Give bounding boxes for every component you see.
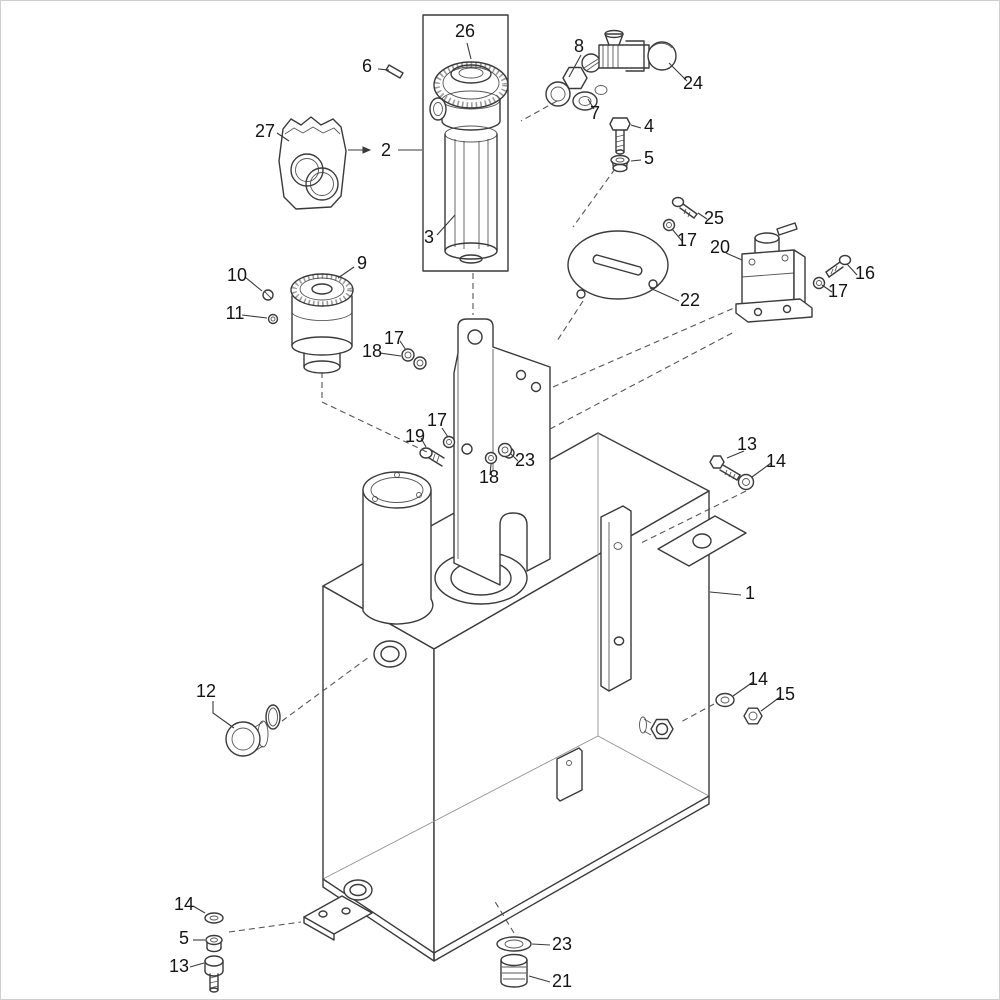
front-face-fitting (639, 716, 674, 740)
seal-kit-bag (278, 116, 347, 210)
part-label-27: 27 (255, 121, 275, 141)
part-label-23: 23 (515, 450, 535, 470)
drain-boss (343, 879, 373, 901)
washer-14-b (715, 692, 735, 708)
screw-16 (825, 254, 852, 278)
nut-18-b (484, 451, 498, 465)
part-label-1: 1 (745, 583, 755, 603)
part-label-14: 14 (766, 451, 786, 471)
part-label-17: 17 (828, 281, 848, 301)
part-label-23: 23 (552, 934, 572, 954)
valve-block-20 (735, 222, 813, 323)
screw-10 (262, 289, 274, 301)
part-label-20: 20 (710, 237, 730, 257)
adapter-fitting-7 (572, 85, 608, 111)
filter-cap (429, 61, 509, 131)
mounting-foot (303, 895, 373, 941)
part-label-13: 13 (169, 956, 189, 976)
part-label-25: 25 (704, 208, 724, 228)
pin-11 (267, 313, 279, 325)
part-label-2: 2 (381, 140, 391, 160)
part-label-8: 8 (574, 36, 584, 56)
part-label-7: 7 (590, 103, 600, 123)
part-label-15: 15 (775, 684, 795, 704)
breather-plug-21 (500, 953, 528, 988)
washer-14-a (737, 473, 755, 491)
washer-5-b (205, 934, 223, 953)
washer-23-b (496, 936, 532, 952)
nut-17-b (812, 276, 826, 290)
part-label-22: 22 (680, 290, 700, 310)
filter-assembly-box (422, 14, 509, 272)
leader-lines (189, 42, 858, 983)
part-label-17: 17 (677, 230, 697, 250)
nut-5-top (610, 154, 630, 173)
part-label-5: 5 (179, 928, 189, 948)
tank-suction-tube (362, 471, 434, 625)
part-label-18: 18 (362, 341, 382, 361)
part-label-11: 11 (226, 303, 245, 323)
part-label-26: 26 (455, 21, 475, 41)
nut-15 (743, 707, 763, 725)
part-label-5: 5 (644, 148, 654, 168)
part-label-4: 4 (644, 116, 654, 136)
left-face-port (373, 640, 407, 668)
plug-12 (225, 720, 269, 757)
pin-part-6 (385, 64, 404, 79)
part-label-19: 19 (405, 426, 425, 446)
part-label-3: 3 (424, 227, 434, 247)
screw-25 (671, 196, 698, 219)
part-label-14: 14 (174, 894, 194, 914)
part-label-21: 21 (552, 971, 572, 991)
front-face-plate (556, 747, 583, 802)
o-ring-12 (265, 704, 281, 730)
part-label-17: 17 (427, 410, 447, 430)
part-label-16: 16 (855, 263, 875, 283)
part-label-6: 6 (362, 56, 372, 76)
t-fitting-24 (598, 29, 677, 72)
nut-17-c (442, 435, 456, 449)
part-label-17: 17 (384, 328, 404, 348)
part-label-14: 14 (748, 669, 768, 689)
bolt-4 (609, 117, 631, 155)
part-label-12: 12 (196, 681, 216, 701)
part-label-18: 18 (479, 467, 499, 487)
hose-fitting-8 (545, 53, 601, 107)
part-label-10: 10 (227, 265, 247, 285)
part-label-13: 13 (737, 434, 757, 454)
bolt-13-b (204, 955, 224, 993)
washer-23-a (497, 442, 513, 458)
part-label-24: 24 (683, 73, 703, 93)
washer-14-c (204, 912, 224, 924)
corner-bracket-plate (657, 515, 747, 567)
nut-17-a (662, 218, 676, 232)
assembly-dashed-lines (228, 100, 747, 934)
breather-element-9 (290, 273, 354, 374)
filter-element-housing (444, 125, 498, 264)
bolt-13-a (709, 455, 741, 481)
part-label-9: 9 (357, 253, 367, 273)
nuts-17-18-upper (401, 348, 427, 370)
cover-plate-22 (567, 230, 669, 300)
baffle-strip-plate (600, 505, 632, 692)
